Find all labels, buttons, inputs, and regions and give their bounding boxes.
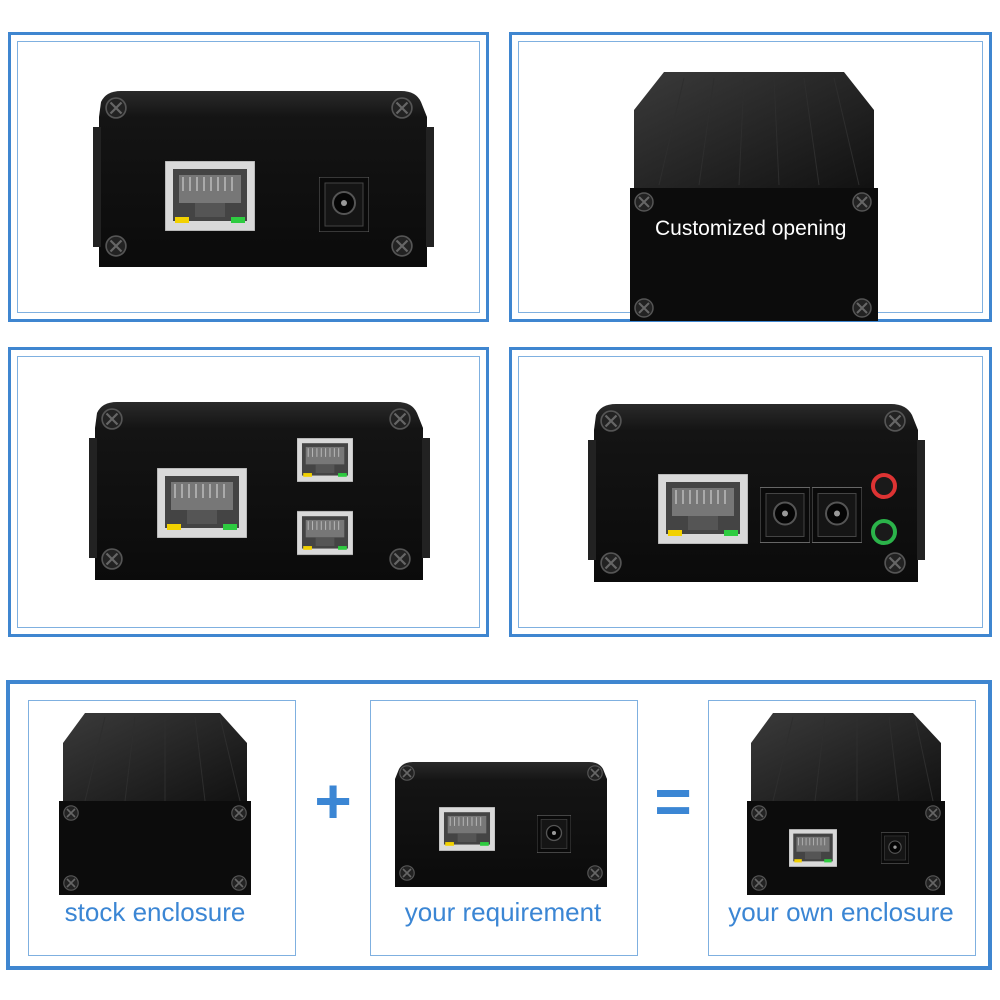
panel-inner-frame: [518, 356, 983, 628]
stock-enclosure-caption: stock enclosure: [64, 897, 246, 927]
stock-enclosure-box: stock enclosure: [28, 700, 296, 956]
enclosure-rj45-dc-image: [93, 91, 434, 267]
enclosure-three-rj45-image: [89, 402, 430, 580]
requirement-device-image: [395, 762, 607, 887]
enclosure-customized-image: [630, 72, 878, 321]
enclosure-rj45-dc-audio-image: [588, 404, 925, 582]
equation-panel: stock enclosure + your requirement =: [6, 680, 992, 970]
product-panel-rj45-dc-audio: [509, 347, 992, 637]
requirement-box: your requirement: [370, 700, 638, 956]
product-panel-three-rj45: [8, 347, 489, 637]
panel-inner-frame: [17, 356, 480, 628]
stock-enclosure-image: [59, 713, 251, 895]
customized-opening-label: Customized opening: [655, 217, 847, 240]
own-enclosure-caption: your own enclosure: [728, 897, 954, 927]
equals-sign: =: [654, 765, 692, 837]
product-panel-rj45-dc: [8, 32, 489, 322]
requirement-caption: your requirement: [404, 897, 602, 927]
product-panel-customized: Customized opening: [509, 32, 992, 322]
plus-sign: +: [314, 765, 352, 837]
panel-inner-frame: [17, 41, 480, 313]
own-enclosure-image: [747, 713, 945, 895]
own-enclosure-box: your own enclosure: [708, 700, 976, 956]
